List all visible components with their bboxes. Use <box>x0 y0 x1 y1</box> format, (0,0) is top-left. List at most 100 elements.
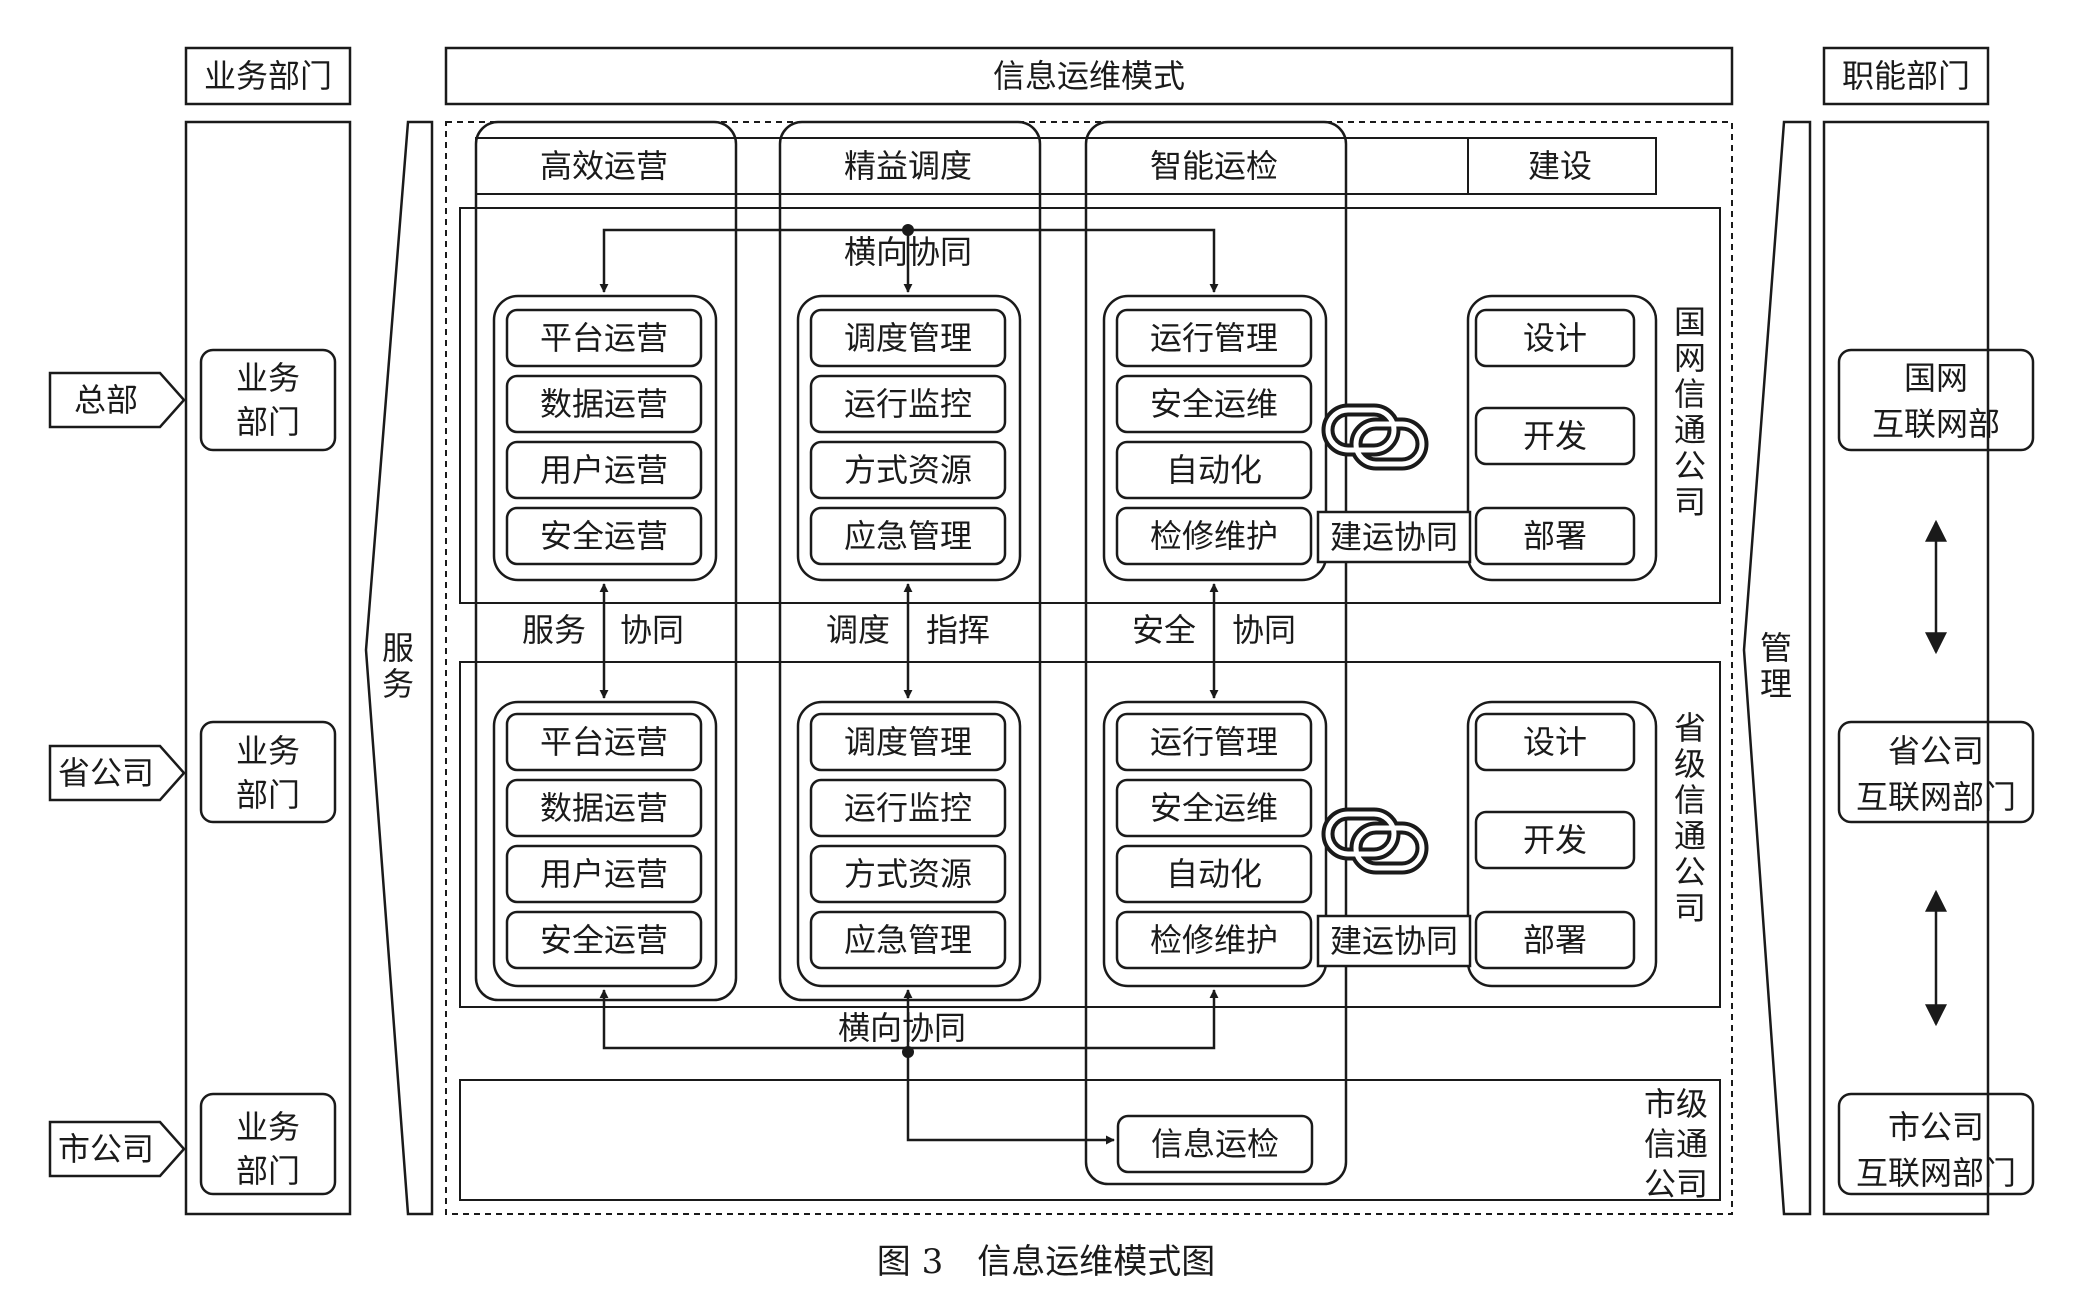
build-item-box-bottom <box>1474 810 1636 870</box>
ops-item-label-top: 用户运营 <box>540 451 668 489</box>
column-ops-label: 高效运营 <box>540 147 668 185</box>
dispatch-item-box-top <box>809 506 1007 566</box>
inspect-item-box-bottom <box>1115 844 1313 904</box>
ops-item-label-top: 平台运营 <box>540 319 668 357</box>
province-company-label: 信 <box>1674 781 1706 819</box>
right-dept-label-province: 省公司 <box>1888 732 1984 770</box>
right-dept-box-hq <box>1837 348 2035 452</box>
dispatch-item-label-bottom: 运行监控 <box>844 789 972 827</box>
state-grid-company-label: 通 <box>1674 411 1706 449</box>
state-grid-company-label: 信 <box>1674 375 1706 413</box>
middle-label-service: 服务 <box>522 611 586 649</box>
province-company-label: 省 <box>1674 709 1706 747</box>
province-company-label: 司 <box>1674 889 1706 927</box>
left-dept-box-label: 部门 <box>236 403 300 441</box>
left-header-box <box>184 46 352 106</box>
center-header-label: 信息运维模式 <box>993 57 1185 95</box>
dispatch-item-box-bottom <box>809 712 1007 772</box>
right-dept-label-province: 互联网部门 <box>1856 778 2016 816</box>
bottom-collab-node <box>902 1046 914 1058</box>
service-trapezoid <box>364 120 434 1216</box>
province-band <box>459 661 1721 1008</box>
dispatch-item-box-top <box>809 440 1007 500</box>
state-grid-company-label: 司 <box>1674 483 1706 521</box>
inspect-item-label-top: 安全运维 <box>1150 385 1278 423</box>
build-item-label-top: 部署 <box>1523 517 1587 555</box>
manage-trapezoid <box>1742 120 1812 1216</box>
right-dept-label-hq: 互联网部 <box>1872 405 2000 443</box>
build-item-box-top <box>1474 308 1636 368</box>
province-company-label: 通 <box>1674 817 1706 855</box>
city-ops-box <box>1116 1114 1314 1174</box>
inspect-item-box-top <box>1115 374 1313 434</box>
dispatch-item-label-top: 调度管理 <box>844 319 972 357</box>
build-ops-collab-box-top <box>1316 510 1472 564</box>
inspect-item-box-top <box>1115 506 1313 566</box>
build-item-label-top: 开发 <box>1523 417 1587 455</box>
right-dept-box-province <box>1837 720 2035 824</box>
right-dept-box-city <box>1837 1092 2035 1196</box>
ops-item-box-bottom <box>505 844 703 904</box>
right-dept-column <box>1822 120 1990 1216</box>
right-header-label: 职能部门 <box>1842 57 1970 95</box>
left-dept-box-label: 部门 <box>236 1152 300 1190</box>
dispatch-item-label-bottom: 调度管理 <box>844 723 972 761</box>
inspect-item-box-bottom <box>1115 910 1313 970</box>
column-frame-ops <box>474 120 738 1002</box>
city-company-label: 市级 <box>1644 1085 1708 1123</box>
left-dept-box-city <box>199 1092 337 1196</box>
right-dept-label-hq: 国网 <box>1904 359 1968 397</box>
ops-item-label-top: 数据运营 <box>540 385 668 423</box>
tag-province-label: 省公司 <box>58 754 154 792</box>
dispatch-item-box-bottom <box>809 844 1007 904</box>
middle-label-collab3: 协同 <box>1232 611 1296 649</box>
ops-item-box-bottom <box>505 712 703 772</box>
right-header-box <box>1822 46 1990 106</box>
tag-hq-shape <box>48 371 186 429</box>
build-item-box-top <box>1474 406 1636 466</box>
middle-label-safety: 安全 <box>1132 611 1196 649</box>
dispatch-item-box-bottom <box>809 910 1007 970</box>
inspect-item-label-bottom: 自动化 <box>1166 855 1262 893</box>
build-item-label-bottom: 设计 <box>1523 723 1587 761</box>
center-dashed-frame <box>445 121 1733 1215</box>
column-dispatch-label: 精益调度 <box>844 147 972 185</box>
build-item-box-bottom <box>1474 910 1636 970</box>
inspect-item-box-bottom <box>1115 712 1313 772</box>
inspect-item-box-bottom <box>1115 778 1313 838</box>
column-frame-dispatch <box>778 120 1042 1002</box>
left-dept-box-hq <box>199 348 337 452</box>
group-dispatch-bottom <box>796 700 1022 988</box>
dispatch-item-label-top: 应急管理 <box>844 517 972 555</box>
service-label: 务 <box>382 665 414 703</box>
ops-item-box-top <box>505 440 703 500</box>
dispatch-item-label-top: 方式资源 <box>844 451 972 489</box>
ops-item-label-bottom: 安全运营 <box>540 921 668 959</box>
column-frame-inspect <box>1084 120 1348 1186</box>
ops-item-box-bottom <box>505 778 703 838</box>
city-link-connector <box>906 1052 1115 1145</box>
middle-label-dispatch: 调度 <box>826 611 890 649</box>
inspect-item-label-bottom: 安全运维 <box>1150 789 1278 827</box>
dispatch-item-label-bottom: 应急管理 <box>844 921 972 959</box>
tag-city-label: 市公司 <box>58 1130 154 1168</box>
tag-hq-label: 总部 <box>74 381 138 419</box>
build-item-box-bottom <box>1474 712 1636 772</box>
group-build-top <box>1466 294 1658 582</box>
ops-item-label-bottom: 平台运营 <box>540 723 668 761</box>
ops-item-box-top <box>505 374 703 434</box>
group-dispatch-top <box>796 294 1022 582</box>
inspect-item-label-bottom: 运行管理 <box>1150 723 1278 761</box>
group-ops-top <box>492 294 718 582</box>
build-item-box-top <box>1474 506 1636 566</box>
inspect-item-label-top: 检修维护 <box>1150 517 1278 555</box>
inspect-item-label-bottom: 检修维护 <box>1150 921 1278 959</box>
left-dept-box-province <box>199 720 337 824</box>
tag-province-shape <box>48 744 186 802</box>
city-company-label: 公司 <box>1644 1165 1708 1203</box>
inspect-item-label-top: 自动化 <box>1166 451 1262 489</box>
center-header-box <box>444 46 1734 106</box>
left-dept-box-label: 业务 <box>236 1108 300 1146</box>
right-dept-label-city: 市公司 <box>1888 1108 1984 1146</box>
